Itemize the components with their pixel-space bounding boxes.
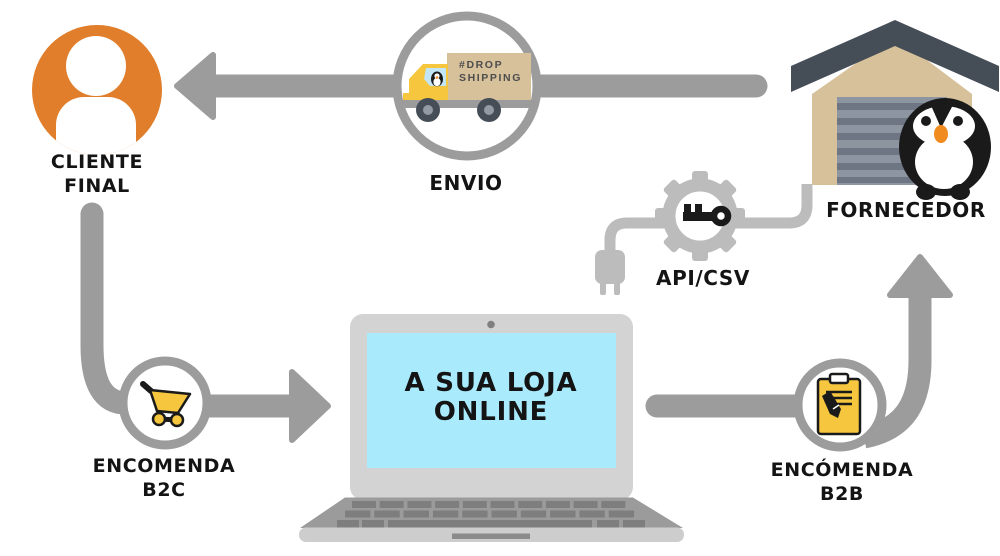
label-line: FINAL (64, 175, 130, 197)
label-line: ENCÓMENDA (770, 459, 914, 481)
label-line: B2C (142, 479, 186, 501)
laptop-icon (299, 314, 684, 542)
truck-icon (402, 53, 532, 122)
dropshipping-box-text: #DROP SHIPPING (459, 59, 539, 84)
laptop-notch (452, 533, 530, 539)
cliente-final-label: CLIENTE FINAL (17, 150, 177, 198)
arrowhead-up-icon (887, 254, 953, 298)
envio-label: ENVIO (429, 171, 503, 195)
arrowhead-right-icon (289, 369, 331, 443)
gear-icon (655, 171, 745, 261)
label-line: ONLINE (433, 397, 549, 427)
label-line: B2B (820, 483, 864, 505)
laptop-screen (367, 333, 616, 468)
loja-online-screen-text: A SUA LOJA ONLINE (366, 369, 616, 427)
label-line: ENCOMENDA (92, 455, 236, 477)
encomenda-b2c-label: ENCOMENDA B2C (84, 454, 244, 502)
encomenda-b2b-label: ENCÓMENDA B2B (762, 458, 922, 506)
cart-icon (140, 381, 192, 428)
arrow-b2c-to-loja (203, 369, 331, 443)
cliente-final-icon (32, 25, 162, 155)
label-line: SHIPPING (459, 71, 522, 84)
truck-wheels (416, 98, 501, 122)
label-line: CLIENTE (50, 151, 144, 173)
driver-penguin-icon (431, 71, 443, 87)
arrowhead-left-icon (174, 52, 216, 120)
b2b-node (793, 358, 887, 452)
api-csv-label: API/CSV (655, 266, 750, 290)
clipboard-icon (816, 372, 862, 436)
envio-node (392, 11, 542, 161)
keyboard-keys (337, 501, 645, 528)
pencil-icon (822, 391, 841, 418)
fornecedor-label: FORNECEDOR (826, 198, 986, 222)
power-plug-icon (595, 250, 625, 295)
fornecedor-icon (791, 20, 999, 200)
label-line: #DROP (459, 59, 504, 71)
person-icon (56, 36, 136, 155)
label-line: A SUA LOJA (404, 368, 578, 398)
warehouse-roof (791, 20, 999, 92)
b2c-node (118, 356, 212, 450)
truck-box (447, 53, 531, 100)
key-icon (683, 204, 732, 227)
laptop-camera (487, 320, 495, 329)
connector-cliente-to-b2c (80, 202, 138, 415)
penguin-icon (899, 98, 991, 200)
